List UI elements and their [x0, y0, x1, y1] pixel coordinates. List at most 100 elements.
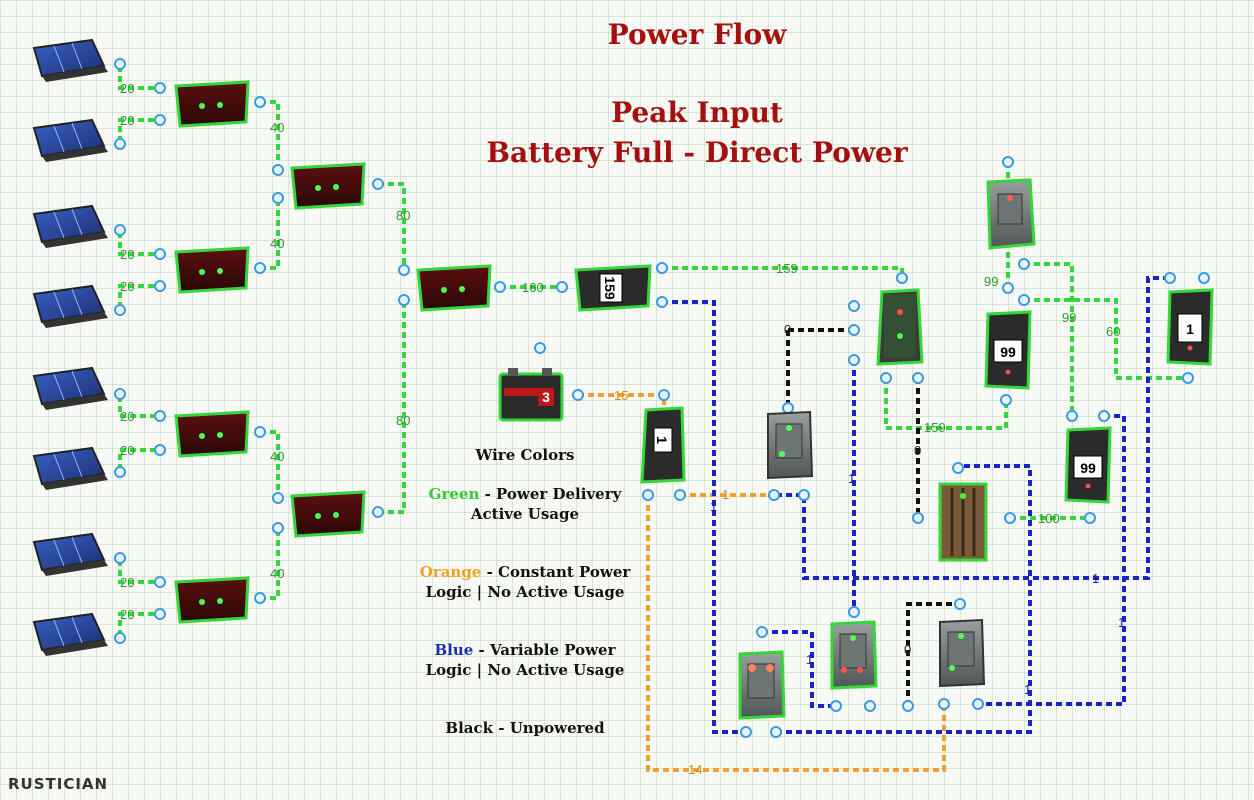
wire-combAB: [378, 182, 406, 268]
wire-blue-1d: [762, 630, 836, 708]
combiner-icon: [174, 576, 250, 624]
heater-icon: [938, 482, 988, 562]
wire-panel4: [118, 284, 160, 308]
label-blue-1c: 1: [848, 471, 855, 486]
wire-combB: [260, 196, 280, 270]
label-combB: 40: [270, 236, 284, 251]
legend-green-rest: - Power Delivery: [479, 485, 622, 503]
branch-display-c-icon: 1: [1166, 288, 1214, 366]
legend-blue-rest: - Variable Power: [473, 641, 616, 659]
label-panel8: 20: [120, 607, 134, 622]
solar-panel-icon: [32, 284, 108, 328]
label-orange-bottom: 14: [688, 762, 702, 777]
legend-blue-word: Blue: [434, 641, 474, 659]
label-60: 60: [1106, 324, 1120, 339]
label-combC: 40: [270, 449, 284, 464]
subtitle-line-1: Peak Input: [611, 96, 783, 129]
legend-orange-word: Orange: [419, 563, 482, 581]
wire-panel1: [118, 66, 160, 90]
wire-to-branch: [662, 266, 904, 280]
combiner-icon: [174, 80, 250, 128]
label-panel7: 20: [120, 575, 134, 590]
electrical-combiners: [174, 80, 492, 624]
label-blue-1d: 1: [806, 652, 813, 667]
root-splitter-icon: 159: [574, 264, 652, 312]
label-blue-1b: 1: [1092, 571, 1099, 586]
wire-combD: [260, 530, 280, 600]
wire-panel6: [118, 448, 160, 470]
subtitle-line-2: Battery Full - Direct Power: [486, 136, 908, 169]
legend-green-word: Green: [428, 485, 480, 503]
legend-orange-rest: - Constant Power: [481, 563, 631, 581]
combiner-icon: [290, 490, 366, 538]
legend-green-line2: Active Usage: [470, 505, 580, 523]
legend-black: Black - Unpowered: [445, 719, 605, 737]
label-panel1: 20: [120, 81, 134, 96]
label-99b: 99: [1062, 310, 1076, 325]
label-99a: 99: [984, 274, 998, 289]
logic-gate-icon: [986, 178, 1036, 250]
battery-icon: 3: [498, 368, 564, 422]
logic-gate-icon: [767, 410, 814, 480]
label-blue-1e: 1: [1024, 682, 1031, 697]
wire-99b: [1024, 262, 1074, 416]
solar-panel-icon: [32, 446, 108, 490]
wire-combC: [260, 430, 280, 496]
solar-panels: [32, 38, 108, 656]
wire-blue-1a: [662, 300, 746, 734]
wire-combA: [260, 100, 280, 170]
battery-display-value: 1: [654, 436, 670, 444]
wire-labels: 20 20 20 20 20 20 20 20 40 40 40 40 80 8…: [120, 81, 1125, 777]
label-combA: 40: [270, 120, 284, 135]
label-panel6: 20: [120, 443, 134, 458]
combiner-icon: [290, 162, 366, 210]
logic-gate-icon: [738, 650, 786, 720]
label-to-branch: 159: [776, 261, 798, 276]
solar-panel-icon: [32, 204, 108, 248]
wire-panel8: [118, 612, 160, 636]
brand-logo: RUSTICIAN: [8, 775, 109, 793]
label-combCD: 80: [396, 413, 410, 428]
label-combAB: 80: [396, 208, 410, 223]
wire-blue-1f: [978, 414, 1126, 706]
legend-blue-line2: Logic | No Active Usage: [425, 661, 625, 679]
combiner-icon: [416, 264, 492, 312]
label-panel4: 20: [120, 279, 134, 294]
branch-display-b-value: 99: [1080, 460, 1096, 476]
label-blue-1f: 1: [1118, 615, 1125, 630]
wire-orange-bottom: [646, 495, 946, 772]
logic-gate-icon: [830, 620, 878, 690]
wire-60: [1024, 298, 1188, 380]
logic-gates: [738, 178, 1036, 720]
wire-159b: [884, 378, 1008, 430]
combiner-icon: [174, 246, 250, 294]
label-100: 100: [1038, 511, 1060, 526]
wire-panel3: [118, 232, 160, 256]
solar-panel-icon: [32, 118, 108, 162]
branch-switch-icon: [876, 288, 924, 366]
solar-panel-icon: [32, 366, 108, 410]
solar-panel-icon: [32, 612, 108, 656]
legend-heading: Wire Colors: [475, 446, 575, 464]
legend-orange-line2: Logic | No Active Usage: [425, 583, 625, 601]
label-orange-mid: 1: [722, 487, 729, 502]
branch-display-b-icon: 99: [1064, 426, 1112, 504]
label-black-bottom: 0: [904, 642, 911, 657]
label-panel2: 20: [120, 113, 134, 128]
label-panel5: 20: [120, 409, 134, 424]
wire-blue-1e: [776, 464, 1032, 734]
legend-orange: Orange - Constant Power Logic | No Activ…: [395, 562, 655, 602]
logic-gate-icon: [939, 618, 986, 688]
label-combD: 40: [270, 566, 284, 581]
wire-panel7: [118, 560, 160, 584]
combiner-icon: [174, 410, 250, 458]
battery-switch-icon: 1: [640, 406, 686, 484]
label-black-top: 0: [784, 322, 791, 337]
wire-black-bottom: [906, 602, 960, 706]
branch-display-c-value: 1: [1186, 321, 1194, 337]
root-display-value: 159: [602, 276, 618, 300]
connector-dots: [114, 58, 1210, 738]
solar-panel-icon: [32, 532, 108, 576]
legend-green: Green - Power Delivery Active Usage: [395, 484, 655, 524]
